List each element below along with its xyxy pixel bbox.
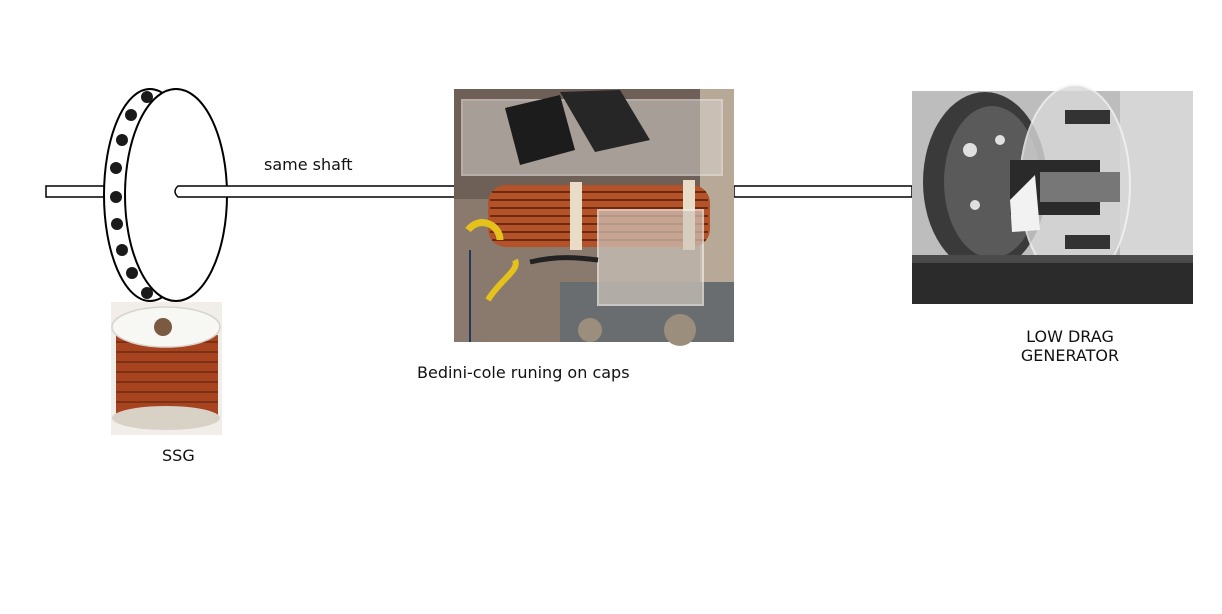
magnet-dot (116, 134, 128, 146)
bedini-label: Bedini-cole runing on caps (417, 363, 630, 382)
magnet-dot (110, 191, 122, 203)
shaft-right (733, 185, 913, 198)
shaft-label: same shaft (264, 155, 353, 174)
generator-label-line1: LOW DRAG (1026, 327, 1114, 346)
magnet-dot (126, 267, 138, 279)
copper-wire-spool (111, 302, 222, 435)
magnet-dot (116, 244, 128, 256)
bedini-motor-photo (454, 89, 734, 346)
magnet-dot (141, 287, 153, 299)
shaft-main (174, 185, 456, 198)
ssg-label: SSG (162, 446, 195, 465)
low-drag-generator-photo (912, 84, 1193, 304)
generator-label-line2: GENERATOR (1020, 346, 1120, 365)
magnet-dot (111, 218, 123, 230)
magnet-dot (141, 91, 153, 103)
generator-label: LOW DRAG GENERATOR (1005, 327, 1135, 365)
ssg-magnets (110, 91, 153, 299)
magnet-dot (110, 162, 122, 174)
magnet-dot (125, 109, 137, 121)
